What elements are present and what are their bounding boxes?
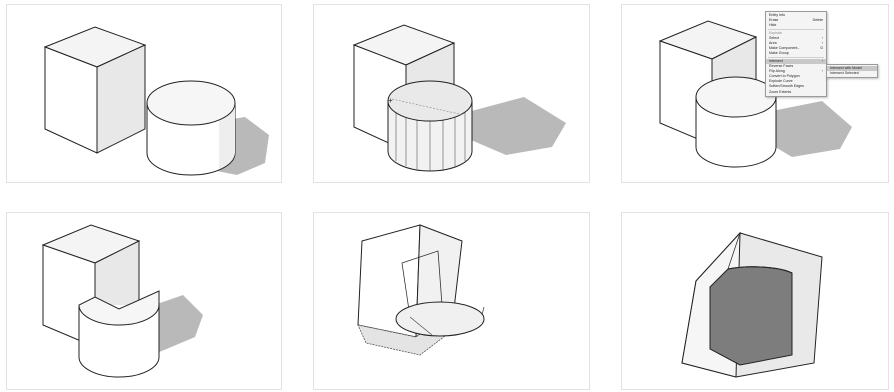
menu-item-zoom-extents[interactable]: Zoom Extents xyxy=(766,90,826,95)
intersect-submenu: Intersect with Model Intersect Selected xyxy=(826,64,878,78)
panel-5-section-view xyxy=(313,212,590,390)
cursor-cross-icon: + xyxy=(388,96,393,105)
menu-item-hide[interactable]: Hide xyxy=(766,23,826,28)
axis-tick xyxy=(482,307,484,315)
section-ellipse xyxy=(396,302,484,336)
viewport-1 xyxy=(7,5,283,184)
viewport-4 xyxy=(7,213,283,391)
menu-item-make-group[interactable]: Make Group xyxy=(766,51,826,56)
viewport-2: + xyxy=(314,5,591,184)
panel-1-cube-and-cylinder xyxy=(6,4,282,183)
panel-2-cylinder-inside-cube: + xyxy=(313,4,590,183)
menu-item-intersect-selected[interactable]: Intersect Selected xyxy=(827,71,877,76)
viewport-3 xyxy=(622,5,890,184)
cylinder-top xyxy=(147,81,235,125)
cylinder-top xyxy=(696,77,776,117)
intersect-volume xyxy=(710,267,792,365)
shadow xyxy=(464,97,566,155)
viewport-6 xyxy=(622,213,890,391)
viewport-5 xyxy=(314,213,591,391)
panel-6-hollowed-result xyxy=(621,212,889,390)
panel-4-intersected-result xyxy=(6,212,282,390)
